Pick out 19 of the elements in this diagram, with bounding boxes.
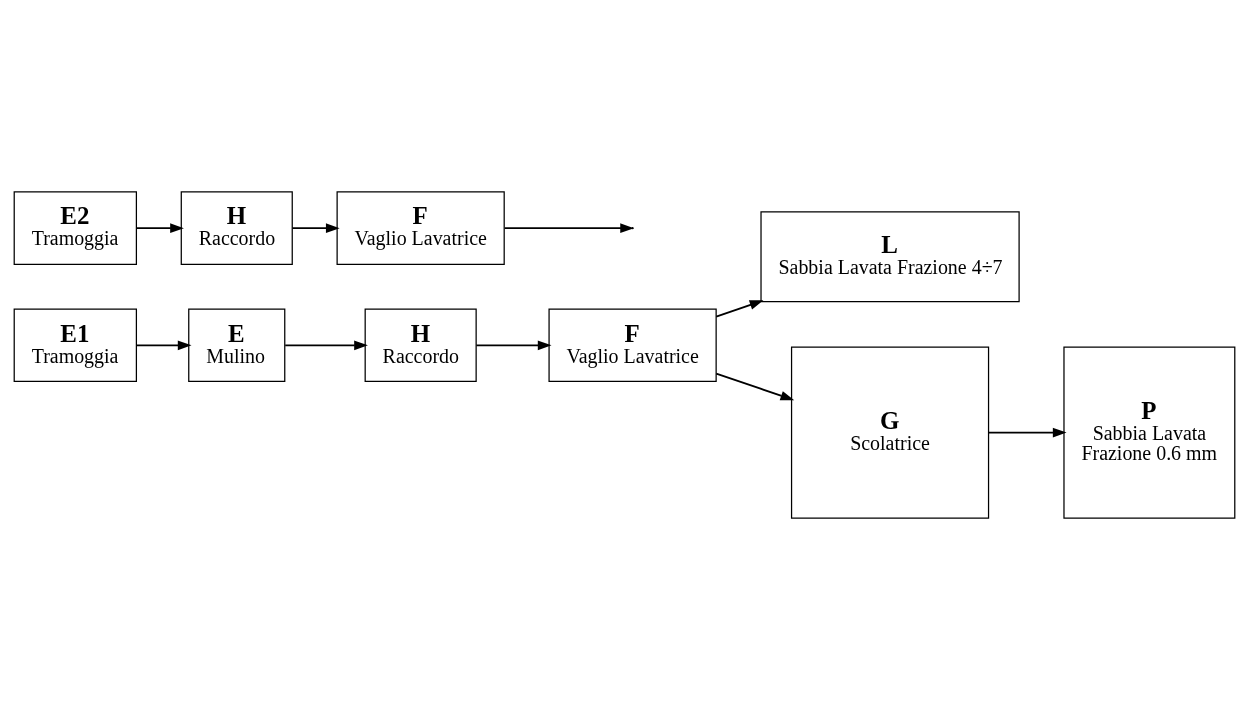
node-box: E1 Tramoggia	[13, 308, 138, 382]
node-box: L Sabbia Lavata Frazione 4÷7	[760, 210, 1020, 302]
arrow	[987, 427, 1067, 437]
node-box: F Vaglio Lavatrice	[548, 308, 717, 382]
node-box: H Raccordo	[180, 190, 293, 265]
arrow	[503, 222, 634, 233]
arrow	[135, 340, 192, 350]
node-box: G Scolatrice	[790, 346, 990, 519]
node-box: H Raccordo	[364, 308, 477, 382]
arrow	[475, 340, 552, 350]
arrow	[284, 340, 368, 350]
arrow	[135, 222, 184, 233]
arrow	[715, 299, 764, 318]
arrow	[715, 372, 795, 400]
arrow	[291, 222, 340, 233]
node-box: F Vaglio Lavatrice	[336, 190, 505, 265]
node-box: E Mulino	[188, 308, 286, 382]
node-box: E2 Tramoggia	[13, 190, 138, 265]
node-box: P Sabbia Lavata Frazione 0.6 mm	[1063, 346, 1236, 519]
